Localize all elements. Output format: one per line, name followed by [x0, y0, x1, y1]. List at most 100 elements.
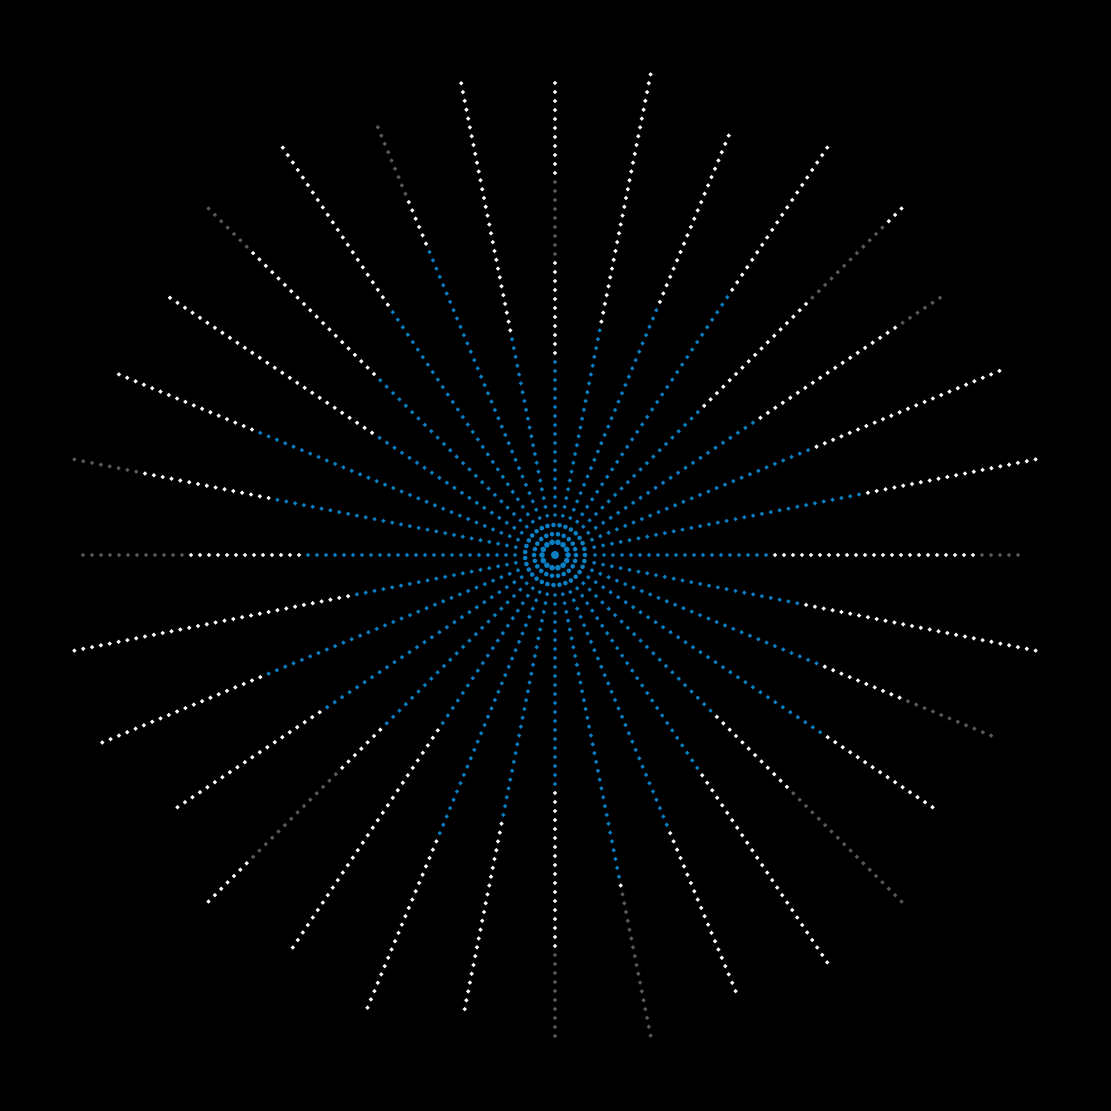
- ray-dot: [583, 706, 588, 712]
- ray-dot: [552, 628, 558, 634]
- ray-dot: [619, 486, 624, 491]
- ray-dot: [664, 599, 670, 604]
- ray-dot: [336, 509, 342, 515]
- ray-dot: [622, 523, 628, 529]
- ray-dot: [681, 499, 686, 505]
- ray-dot: [778, 778, 783, 783]
- ray-dot: [272, 365, 278, 371]
- ring-dot: [572, 546, 578, 552]
- ray-dot: [668, 475, 673, 481]
- ray-dot: [523, 407, 529, 413]
- ray-dot: [506, 786, 511, 791]
- ray-dot: [618, 539, 623, 545]
- ray-dot: [500, 630, 506, 636]
- ray-dot: [797, 308, 802, 313]
- ray-dot: [1006, 552, 1012, 558]
- ray-dot: [296, 552, 302, 558]
- ray-dot: [552, 610, 558, 616]
- ray-dot: [430, 847, 436, 852]
- ray-dot: [1006, 643, 1012, 648]
- ray-dot: [889, 552, 895, 558]
- ray-dot: [530, 606, 536, 611]
- ray-dot: [460, 534, 466, 539]
- ray-16: [552, 592, 558, 1039]
- ray-dot: [310, 600, 315, 606]
- ray-dot: [609, 467, 615, 472]
- ray-dot: [520, 389, 525, 395]
- ray-dot: [403, 701, 409, 707]
- ray-dot: [936, 629, 941, 634]
- ray-dot: [872, 420, 877, 425]
- ray-dot: [970, 552, 976, 558]
- ray-dot: [282, 664, 288, 669]
- ray-dot: [390, 714, 396, 720]
- ray-dot: [495, 638, 501, 643]
- ray-dot: [485, 714, 491, 719]
- ray-dot: [377, 669, 382, 675]
- ray-dot: [552, 269, 558, 275]
- ray-dot: [791, 791, 796, 796]
- ray-dot: [781, 552, 787, 558]
- ray-dot: [759, 593, 765, 599]
- ray-dot: [599, 664, 604, 670]
- ray-dot: [379, 972, 384, 977]
- ray-dot: [314, 314, 319, 319]
- ray-dot: [552, 727, 558, 733]
- ray-dot: [490, 865, 496, 871]
- ray-dot: [861, 861, 866, 866]
- ray-dot: [897, 410, 902, 415]
- ray-dot: [499, 606, 504, 611]
- ray-dot: [810, 380, 816, 386]
- ray-dot: [714, 485, 719, 491]
- ray-dot: [431, 552, 437, 558]
- ray-dot: [284, 499, 289, 504]
- ray-dot: [795, 504, 800, 510]
- ray-dot: [952, 552, 958, 558]
- ray-dot: [503, 552, 509, 558]
- ray-dot: [922, 705, 927, 711]
- ray-dot: [641, 998, 646, 1003]
- ray-dot: [654, 399, 660, 405]
- ray-dot: [713, 445, 718, 451]
- ray-dot: [490, 459, 496, 465]
- ray-dot: [772, 552, 778, 558]
- ray-dot: [310, 504, 315, 510]
- ray-dot: [380, 810, 386, 816]
- ray-dot: [759, 346, 764, 351]
- ring-dot: [555, 564, 561, 571]
- ray-dot: [518, 381, 524, 386]
- ray-dot: [346, 346, 351, 351]
- ray-dot: [378, 378, 383, 383]
- ring-dot: [566, 568, 572, 574]
- ray-dot: [584, 504, 590, 510]
- ray-dot: [552, 781, 558, 787]
- ray-dot: [892, 892, 898, 898]
- ray-dot: [607, 275, 613, 280]
- ray-dot: [512, 525, 517, 531]
- ring-dot: [566, 536, 572, 542]
- ray-dot: [636, 971, 641, 977]
- ray-dot: [375, 287, 381, 293]
- ray-dot: [650, 789, 656, 794]
- ray-dot: [682, 682, 688, 688]
- ray-dot: [947, 389, 952, 394]
- ray-dot: [363, 515, 368, 520]
- ray-dot: [275, 607, 280, 613]
- ray-dot: [507, 571, 512, 577]
- ray-dot: [552, 979, 558, 985]
- ring-dot: [570, 564, 575, 569]
- ring-dot: [549, 539, 555, 546]
- ray-dot: [922, 305, 928, 311]
- ray-dot: [1024, 646, 1030, 652]
- ray-dot: [459, 614, 465, 620]
- ray-dot: [468, 756, 474, 761]
- ray-dot: [856, 613, 862, 618]
- ray-dot: [379, 133, 384, 138]
- ray-dot: [520, 715, 525, 721]
- ray-dot: [619, 391, 625, 396]
- ray-dot: [915, 310, 920, 316]
- ray-dot: [316, 454, 321, 460]
- ray-dot: [350, 855, 356, 860]
- ray-dot: [916, 552, 922, 558]
- ray-dot: [380, 294, 386, 300]
